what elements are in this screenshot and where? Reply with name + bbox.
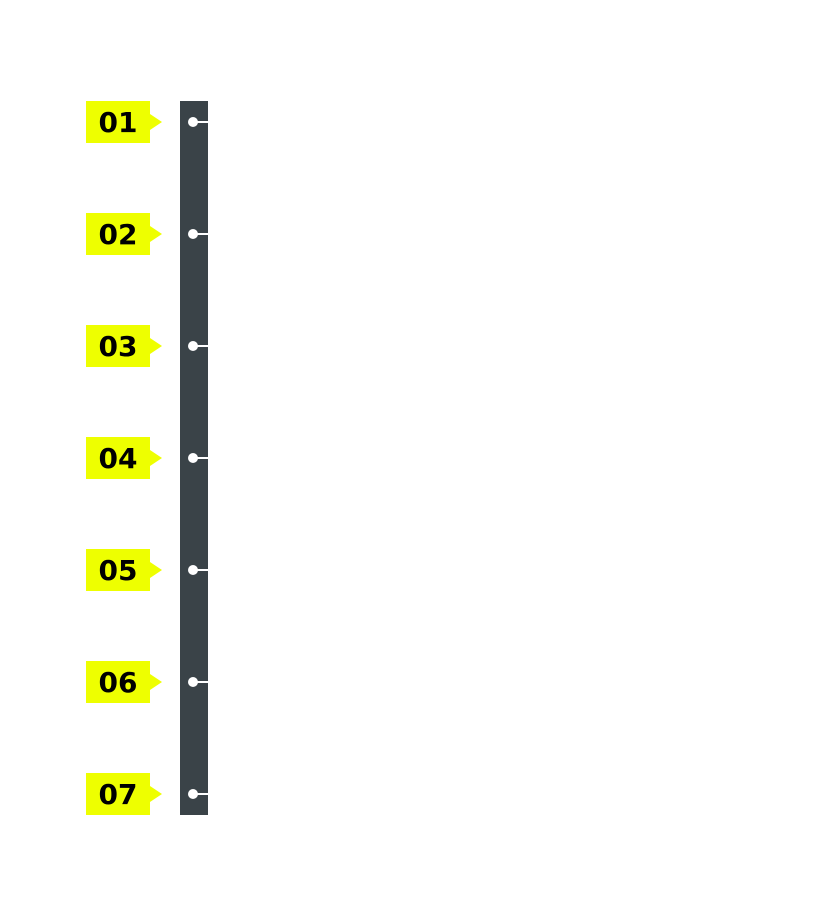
- badge-pointer-arrow: [150, 226, 162, 242]
- timeline-step-2: 02: [86, 213, 210, 255]
- step-marker-dot: [188, 341, 198, 351]
- timeline-step-1: 01: [86, 101, 210, 143]
- step-marker-tick: [197, 233, 209, 235]
- step-marker-dot: [188, 453, 198, 463]
- step-marker-dot: [188, 117, 198, 127]
- badge-pointer-arrow: [150, 450, 162, 466]
- badge-pointer-arrow: [150, 114, 162, 130]
- step-number-badge: 07: [86, 773, 150, 815]
- step-marker-tick: [197, 681, 209, 683]
- step-marker-dot: [188, 677, 198, 687]
- timeline-step-6: 06: [86, 661, 210, 703]
- badge-pointer-arrow: [150, 786, 162, 802]
- badge-pointer-arrow: [150, 338, 162, 354]
- step-marker-dot: [188, 229, 198, 239]
- step-marker-tick: [197, 345, 209, 347]
- timeline-step-3: 03: [86, 325, 210, 367]
- step-marker-dot: [188, 565, 198, 575]
- badge-pointer-arrow: [150, 674, 162, 690]
- step-marker-tick: [197, 457, 209, 459]
- step-number-badge: 01: [86, 101, 150, 143]
- step-marker-dot: [188, 789, 198, 799]
- step-number-badge: 03: [86, 325, 150, 367]
- step-marker-tick: [197, 121, 209, 123]
- timeline-step-5: 05: [86, 549, 210, 591]
- step-number-badge: 06: [86, 661, 150, 703]
- step-number-badge: 04: [86, 437, 150, 479]
- step-marker-tick: [197, 793, 209, 795]
- step-number-badge: 05: [86, 549, 150, 591]
- step-marker-tick: [197, 569, 209, 571]
- timeline-step-7: 07: [86, 773, 210, 815]
- badge-pointer-arrow: [150, 562, 162, 578]
- timeline-step-4: 04: [86, 437, 210, 479]
- step-number-badge: 02: [86, 213, 150, 255]
